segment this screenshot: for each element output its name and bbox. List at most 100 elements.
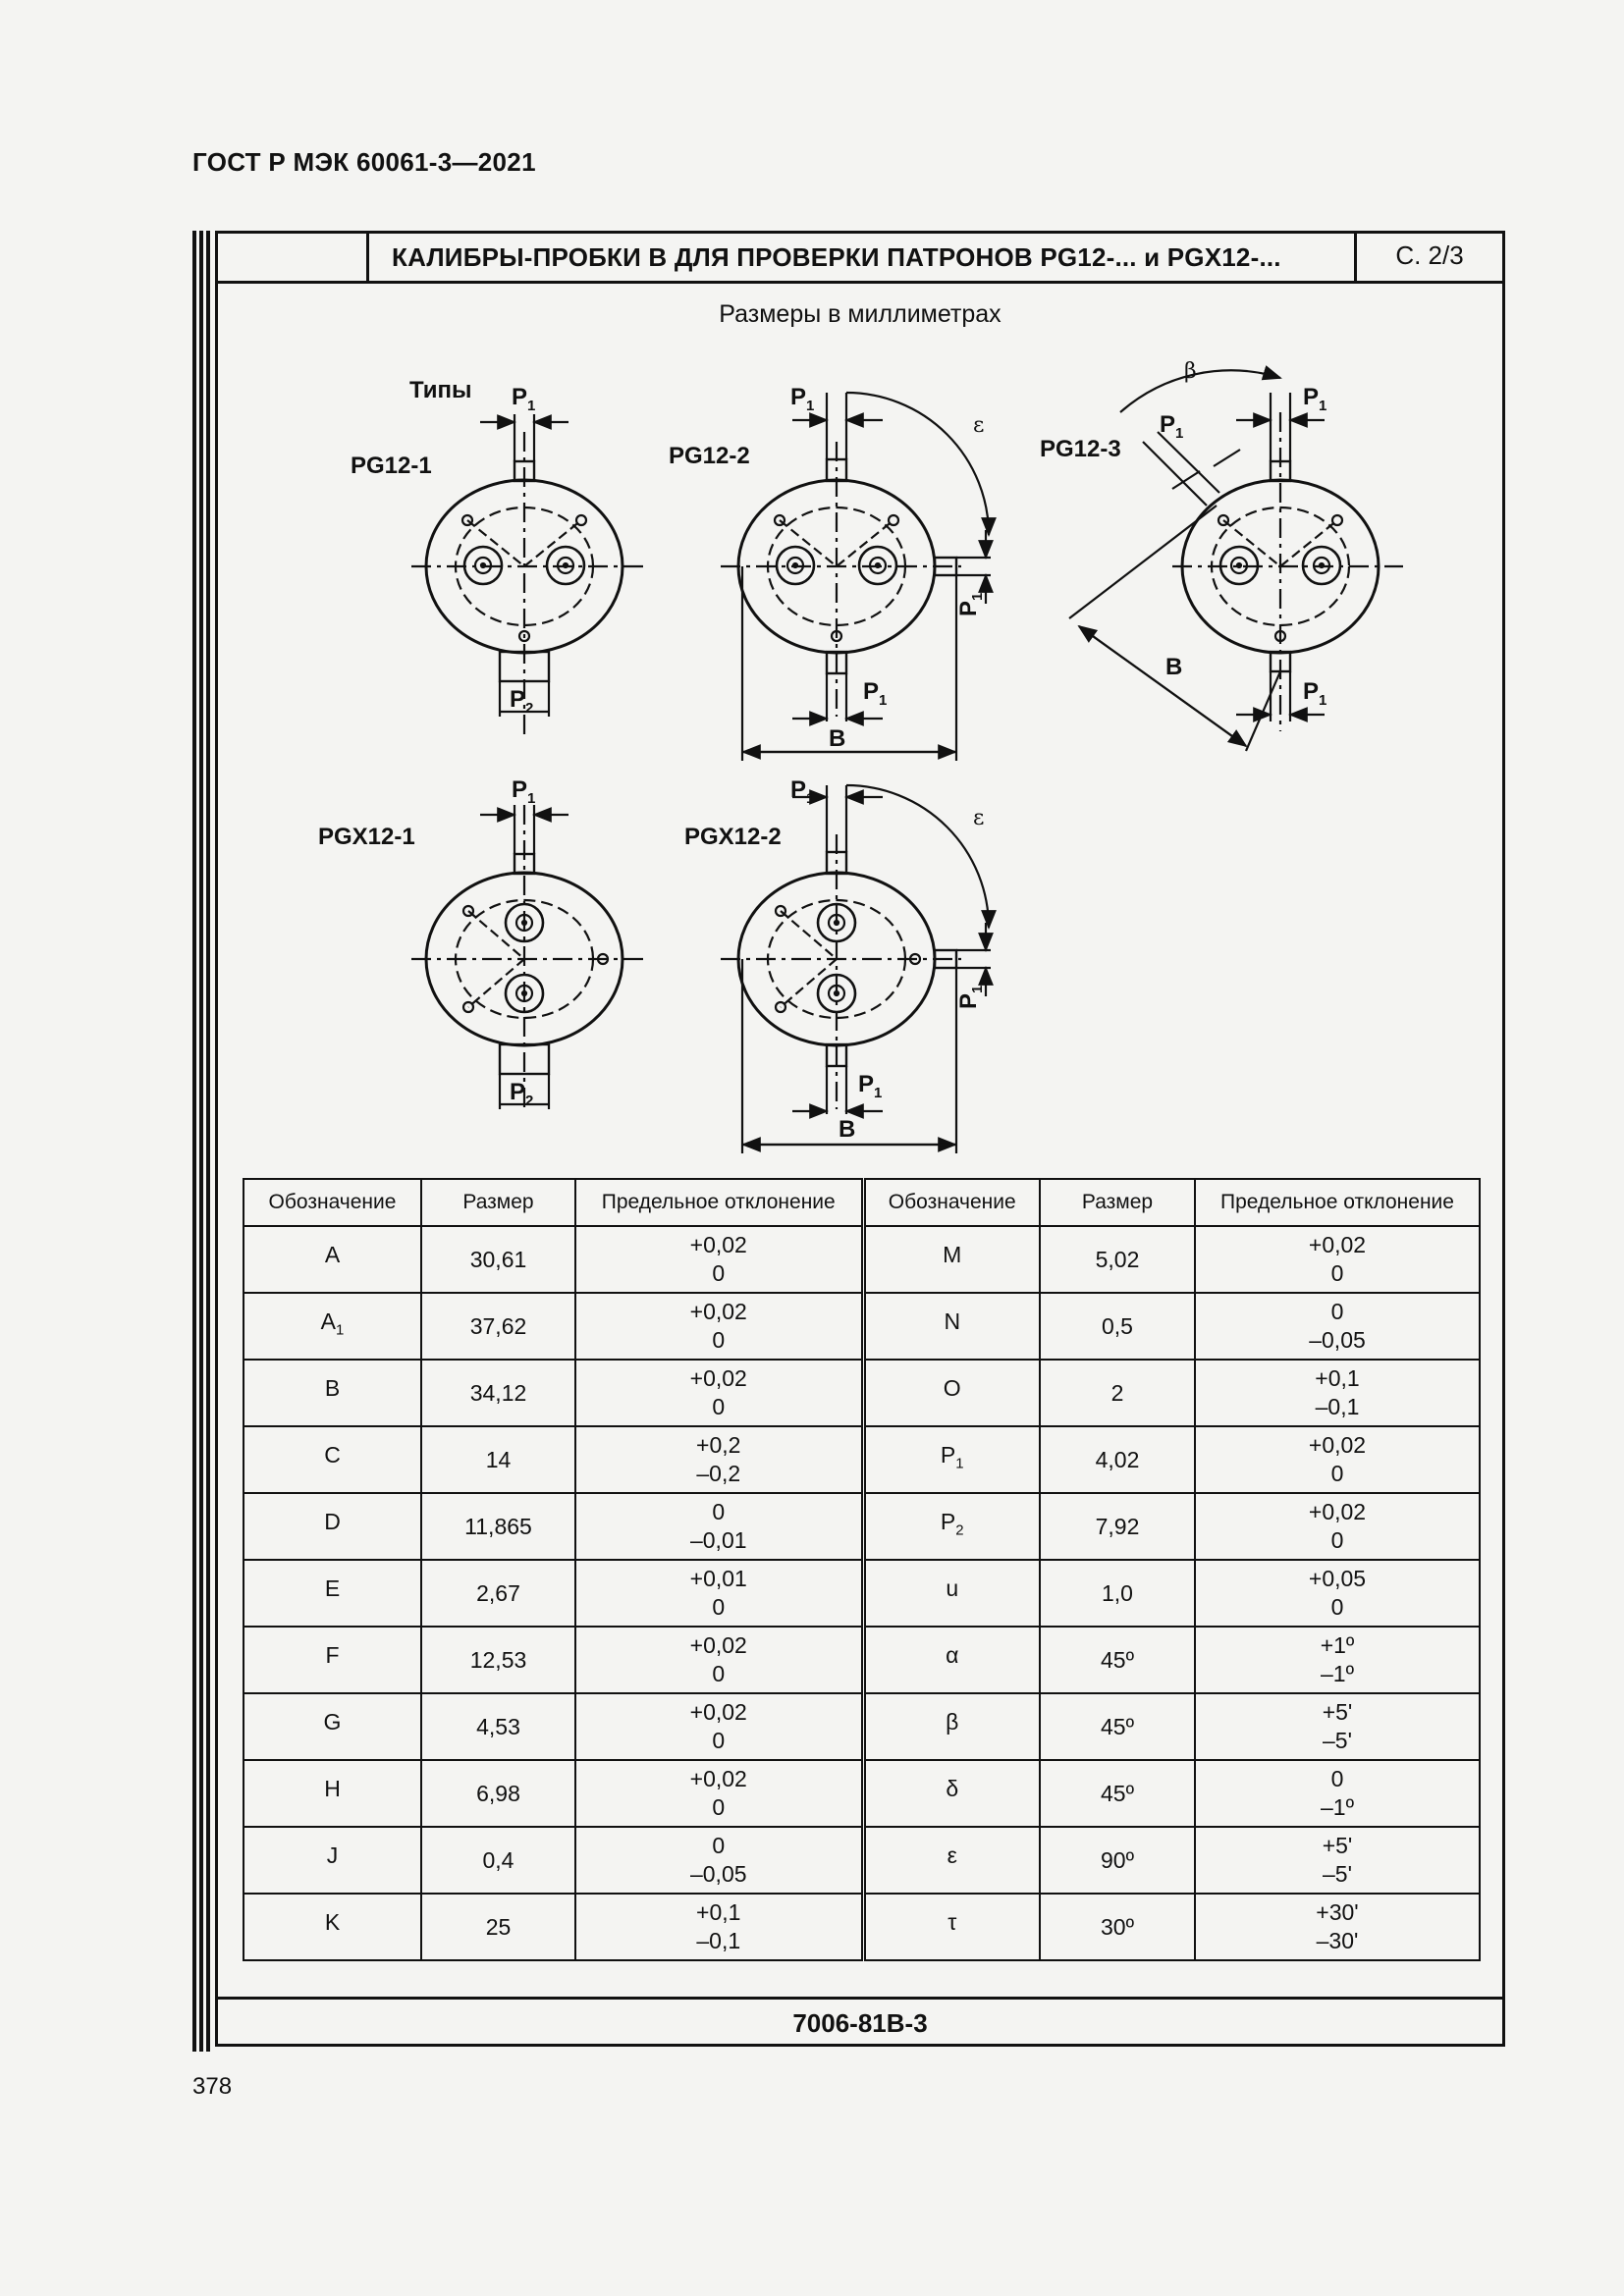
pg12-2-p1-side-label: P1 bbox=[955, 593, 986, 616]
size-cell: 7,92 bbox=[1039, 1492, 1196, 1561]
document-header: ГОСТ Р МЭК 60061-3—2021 bbox=[192, 147, 536, 177]
pg12-3-drawing bbox=[1068, 365, 1403, 752]
title-row: КАЛИБРЫ-ПРОБКИ В ДЛЯ ПРОВЕРКИ ПАТРОНОВ P… bbox=[215, 231, 1505, 284]
deviation-cell: +0,1–0,1 bbox=[574, 1893, 866, 1961]
deviation-cell: +1º–1º bbox=[1194, 1626, 1481, 1694]
pg12-1-label: PG12-1 bbox=[351, 453, 432, 479]
size-cell: 30º bbox=[1039, 1893, 1196, 1961]
pgx12-2-p1-top-label: P1 bbox=[790, 776, 814, 807]
deviation-cell: +5'–5' bbox=[1194, 1826, 1481, 1895]
margin-rule-3 bbox=[206, 231, 210, 2052]
designation-cell: A bbox=[243, 1225, 422, 1294]
types-label: Типы bbox=[409, 377, 472, 403]
pgx12-2-p1-side-label: P1 bbox=[955, 986, 986, 1009]
size-cell: 14 bbox=[420, 1425, 576, 1494]
pg12-3-label: PG12-3 bbox=[1040, 436, 1121, 462]
designation-cell: α bbox=[862, 1626, 1041, 1694]
gauge-drawings: Типы PG12-1 PG12-2 PG12-3 PGX12-1 PGX12-… bbox=[318, 359, 1403, 1153]
size-cell: 25 bbox=[420, 1893, 576, 1961]
margin-rule-1 bbox=[192, 231, 196, 2052]
designation-cell: N bbox=[862, 1292, 1041, 1361]
margin-rule-2 bbox=[199, 231, 203, 2052]
pgx12-1-drawing bbox=[411, 805, 647, 1109]
pgx12-1-p1-label: P1 bbox=[512, 776, 535, 807]
col-header-designation: Обозначение bbox=[862, 1178, 1041, 1227]
pg12-3-p1-top-label: P1 bbox=[1303, 384, 1326, 414]
designation-cell: β bbox=[862, 1692, 1041, 1761]
size-cell: 45º bbox=[1039, 1692, 1196, 1761]
pg12-2-epsilon-label: ε bbox=[973, 413, 984, 438]
col-header-designation: Обозначение bbox=[243, 1178, 422, 1227]
size-cell: 45º bbox=[1039, 1759, 1196, 1828]
deviation-cell: 0–0,01 bbox=[574, 1492, 866, 1561]
size-cell: 4,02 bbox=[1039, 1425, 1196, 1494]
sheet-frame bbox=[215, 231, 1505, 2047]
title-blank-cell bbox=[215, 231, 369, 281]
pg12-3-b-label: B bbox=[1165, 654, 1182, 680]
pg12-1-drawing bbox=[411, 414, 647, 736]
pg12-2-p1-top-label: P1 bbox=[790, 384, 814, 414]
pgx12-2-epsilon-label: ε bbox=[973, 806, 984, 830]
size-cell: 6,98 bbox=[420, 1759, 576, 1828]
sheet-page-number: С. 2/3 bbox=[1354, 231, 1502, 281]
pg12-2-p1-bottom-label: P1 bbox=[863, 678, 887, 709]
size-cell: 0,5 bbox=[1039, 1292, 1196, 1361]
pg12-2-label: PG12-2 bbox=[669, 443, 750, 469]
deviation-cell: 0–0,05 bbox=[1194, 1292, 1481, 1361]
deviation-cell: 0–0,05 bbox=[574, 1826, 866, 1895]
pg12-3-beta-label: β bbox=[1184, 359, 1197, 384]
designation-cell: P1 bbox=[862, 1425, 1041, 1494]
size-cell: 11,865 bbox=[420, 1492, 576, 1561]
designation-cell: G bbox=[243, 1692, 422, 1761]
pgx12-2-b-label: B bbox=[839, 1116, 855, 1143]
page-number: 378 bbox=[192, 2073, 233, 2100]
designation-cell: B bbox=[243, 1359, 422, 1427]
designation-cell: E bbox=[243, 1559, 422, 1628]
deviation-cell: +5'–5' bbox=[1194, 1692, 1481, 1761]
designation-cell: δ bbox=[862, 1759, 1041, 1828]
sheet-code: 7006-81B-3 bbox=[215, 1997, 1505, 2047]
pgx12-1-p2-label: P2 bbox=[510, 1079, 533, 1109]
size-cell: 1,0 bbox=[1039, 1559, 1196, 1628]
pg12-3-p1-diag-label: P1 bbox=[1160, 411, 1183, 442]
size-cell: 45º bbox=[1039, 1626, 1196, 1694]
size-cell: 37,62 bbox=[420, 1292, 576, 1361]
size-cell: 2,67 bbox=[420, 1559, 576, 1628]
pg12-3-p1-bottom-label: P1 bbox=[1303, 678, 1326, 709]
designation-cell: K bbox=[243, 1893, 422, 1961]
designation-cell: D bbox=[243, 1492, 422, 1561]
units-note: Размеры в миллиметрах bbox=[719, 300, 1001, 328]
designation-cell: τ bbox=[862, 1893, 1041, 1961]
size-cell: 90º bbox=[1039, 1826, 1196, 1895]
designation-cell: C bbox=[243, 1425, 422, 1494]
size-cell: 34,12 bbox=[420, 1359, 576, 1427]
pg12-1-p1-label: P1 bbox=[512, 384, 535, 414]
pgx12-2-p1-bottom-label: P1 bbox=[858, 1071, 882, 1101]
size-cell: 5,02 bbox=[1039, 1225, 1196, 1294]
col-header-deviation: Предельное отклонение bbox=[1194, 1178, 1481, 1227]
size-cell: 2 bbox=[1039, 1359, 1196, 1427]
deviation-cell: +0,2–0,2 bbox=[574, 1425, 866, 1494]
designation-cell: M bbox=[862, 1225, 1041, 1294]
size-cell: 12,53 bbox=[420, 1626, 576, 1694]
pg12-1-p2-label: P2 bbox=[510, 686, 533, 717]
